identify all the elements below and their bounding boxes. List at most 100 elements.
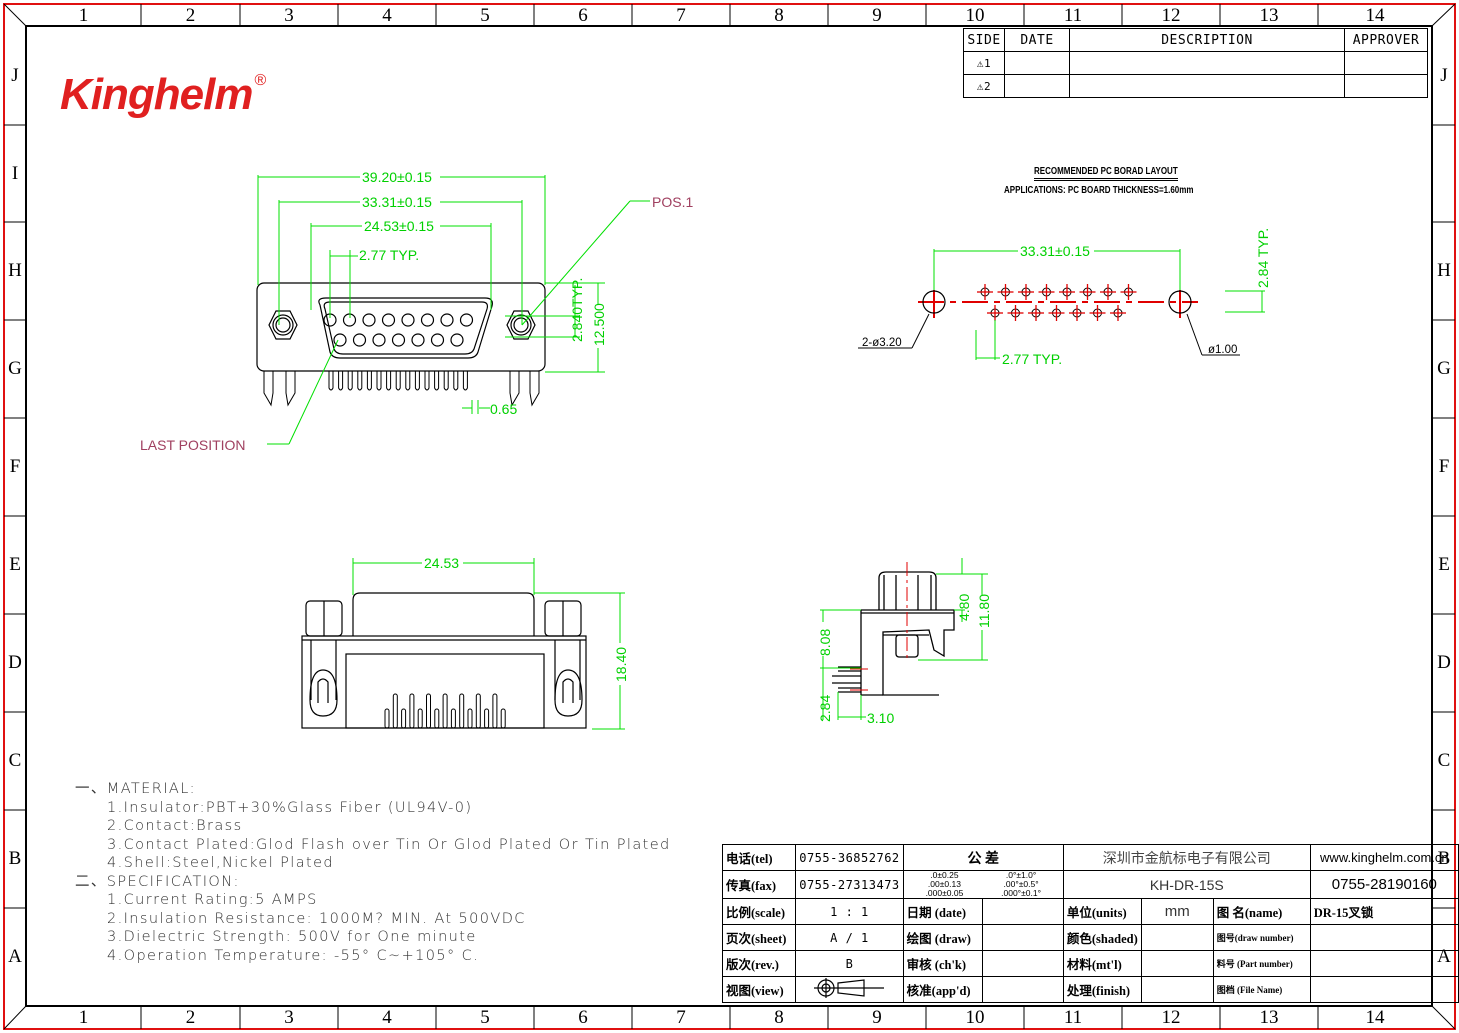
name-label: 图 名(name) bbox=[1212, 898, 1311, 925]
contact-leg bbox=[462, 371, 468, 391]
rev-row: ⚠1 bbox=[963, 51, 1428, 75]
contact-leg bbox=[453, 371, 459, 391]
zone-bottom-1: 1 bbox=[78, 1007, 89, 1028]
draw-number-label: 图号(draw number) bbox=[1212, 924, 1311, 951]
zone-bottom-2: 2 bbox=[185, 1007, 196, 1028]
mount-hole-callout: 2-ø3.20 bbox=[862, 337, 902, 349]
material-item: 3.Contact Plated:Glod Flash over Tin Or … bbox=[107, 836, 671, 853]
specification-item: 4.Operation Temperature: -55° C~+105° C. bbox=[107, 947, 480, 964]
contact-hole bbox=[391, 333, 406, 347]
contact-hole bbox=[381, 313, 396, 327]
zone-left-A: A bbox=[8, 946, 22, 967]
date-label: 日期 (date) bbox=[902, 898, 983, 925]
contact-leg bbox=[338, 371, 344, 391]
contact-leg bbox=[424, 371, 430, 391]
contact-hole bbox=[401, 313, 415, 327]
fax-label: 传真(fax) bbox=[721, 870, 797, 899]
dim-mount-spacing: 33.31±0.15 bbox=[362, 194, 432, 210]
zone-right-C: C bbox=[1437, 750, 1451, 771]
zone-top-1: 1 bbox=[78, 5, 89, 26]
part-number-label: 料号 (Part number) bbox=[1212, 950, 1311, 977]
tel-label: 电话(tel) bbox=[721, 844, 797, 871]
front-contact-pin bbox=[459, 693, 465, 729]
zone-left-C: C bbox=[8, 750, 22, 771]
company-phone: 0755-28190160 bbox=[1309, 870, 1459, 899]
pcb-dim-mount: 33.31±0.15 bbox=[1020, 243, 1090, 259]
contact-leg bbox=[376, 371, 382, 391]
units-value: mm bbox=[1140, 898, 1214, 925]
contact-leg bbox=[414, 371, 420, 391]
projection-symbol-icon bbox=[795, 976, 904, 1003]
pcb-layout-title: RECOMMENDED PC BORAD LAYOUT bbox=[1034, 166, 1178, 181]
contact-hole bbox=[430, 333, 445, 347]
part-code: KH-DR-15S bbox=[1062, 870, 1311, 899]
specification-item: 1.Current Rating:5 AMPS bbox=[107, 892, 318, 908]
contact-hole bbox=[440, 313, 454, 327]
zone-bottom-11: 11 bbox=[1063, 1007, 1083, 1028]
zone-left-J: J bbox=[11, 64, 19, 86]
rev-header-date: DATE bbox=[1004, 28, 1070, 52]
zone-left-H: H bbox=[8, 260, 22, 281]
pcb-pin-hole bbox=[1038, 284, 1055, 300]
dim-overall-width: 39.20±0.15 bbox=[362, 169, 432, 185]
contact-hole bbox=[362, 313, 376, 327]
contact-leg bbox=[386, 371, 392, 391]
zone-top-10: 10 bbox=[965, 5, 985, 26]
contact-leg bbox=[443, 371, 449, 391]
pcb-pin-hole bbox=[997, 284, 1014, 300]
zone-left-B: B bbox=[8, 848, 22, 869]
rev-row: ⚠2 bbox=[963, 74, 1428, 98]
pcb-pin-hole bbox=[1059, 284, 1075, 300]
date-value bbox=[981, 898, 1064, 925]
units-label: 单位(units) bbox=[1062, 898, 1142, 925]
zone-left-F: F bbox=[9, 456, 21, 477]
zone-bottom-6: 6 bbox=[578, 1007, 588, 1028]
zone-top-4: 4 bbox=[382, 5, 392, 26]
tolerance-values: .0±0.25.00±0.13.000±0.05 .0°±1.0°.00°±0.… bbox=[902, 870, 1064, 899]
contact-leg bbox=[395, 371, 401, 391]
front-contact-pin bbox=[384, 708, 390, 729]
pcb-pin-hole bbox=[1120, 284, 1137, 300]
check-label: 审核 (ch'k) bbox=[902, 950, 983, 977]
body-side bbox=[861, 609, 955, 696]
rev-header-approver: APPROVER bbox=[1344, 28, 1428, 52]
view-label: 视图(view) bbox=[721, 976, 797, 1003]
front-contact-pin bbox=[475, 693, 481, 729]
zone-bottom-14: 14 bbox=[1365, 1007, 1385, 1028]
approve-value bbox=[981, 976, 1064, 1003]
contact-leg bbox=[405, 371, 411, 391]
zone-left-G: G bbox=[8, 358, 22, 379]
tol-linear: .0±0.25 bbox=[930, 870, 959, 880]
zone-top-2: 2 bbox=[185, 5, 196, 26]
rev-approver bbox=[1344, 74, 1428, 98]
contact-hole bbox=[333, 333, 347, 347]
registered-mark: ® bbox=[254, 72, 266, 89]
side-dim-e: 3.10 bbox=[867, 710, 894, 726]
front-contact-pin bbox=[492, 693, 498, 729]
label-last-position: LAST POSITION bbox=[140, 437, 246, 453]
front-contact-pin bbox=[401, 708, 407, 729]
contact-leg bbox=[434, 371, 440, 391]
pcb-dim-row: 2.84 TYP. bbox=[1255, 228, 1271, 288]
pcb-pin-hole bbox=[977, 284, 993, 300]
side-dim-a: 4.80 bbox=[956, 594, 972, 621]
pcb-layout-subtitle: APPLICATIONS: PC BOARD THICKNESS=1.60mm bbox=[1004, 185, 1194, 196]
d-shell-front bbox=[352, 592, 535, 636]
approve-label: 核准(app'd) bbox=[902, 976, 983, 1003]
front-contact-pin bbox=[450, 708, 456, 729]
company-website[interactable]: www.kinghelm.com.cn bbox=[1309, 844, 1459, 871]
notes-block: 一、MATERIAL: 1.Insulator:PBT+30%Glass Fib… bbox=[75, 780, 671, 965]
file-name-label: 图档 (File Name) bbox=[1212, 976, 1311, 1003]
dim-height: 12.500 bbox=[591, 303, 607, 346]
specification-item: 2.Insulation Resistance: 1000M? MIN. At … bbox=[107, 910, 526, 927]
front-contact-pin bbox=[434, 708, 440, 729]
zone-top-3: 3 bbox=[284, 5, 294, 26]
material-value bbox=[1140, 950, 1214, 977]
rev-label: 版次(rev.) bbox=[721, 950, 797, 977]
front-contact-pin bbox=[442, 693, 448, 729]
front-dim-width: 24.53 bbox=[424, 555, 459, 571]
